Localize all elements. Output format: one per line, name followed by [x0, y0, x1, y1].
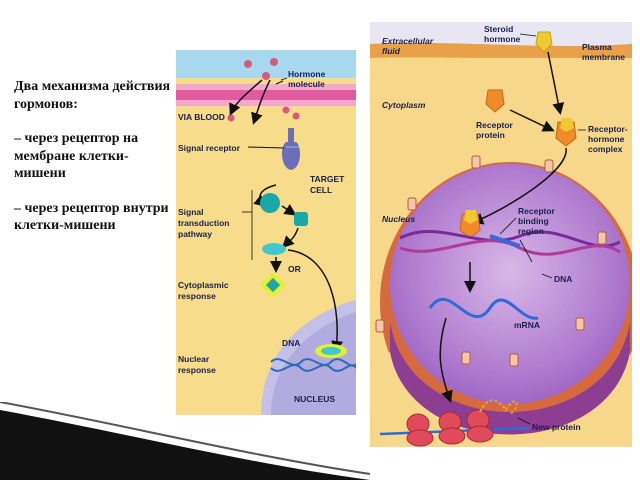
- right-dna-strand-icon: [399, 230, 621, 248]
- extracellular-area: [370, 22, 632, 46]
- right-plasma-membrane: [370, 43, 632, 60]
- receptor-protein-icon: [485, 89, 505, 113]
- new-protein-icon: [479, 399, 518, 415]
- mrna-strand-icon: [428, 298, 539, 320]
- bullet-membrane-receptor: – через рецептор на мембране клетки-мише…: [14, 131, 139, 181]
- steroid-hormone-icon: [535, 31, 553, 53]
- signal-receptor-icon: [281, 142, 301, 170]
- hormone-molecule-icon: [227, 58, 300, 122]
- label-dna: DNA: [282, 338, 300, 348]
- receptor-binding-region-icon: [489, 234, 521, 248]
- label-new-protein: New protein: [532, 422, 581, 432]
- slide-text: Два механизма действия гормонов: – через…: [14, 78, 174, 235]
- label-dna-right: DNA: [554, 274, 572, 284]
- bullet-intracellular-receptor: – через рецептор внутри клетки-мишени: [14, 200, 169, 234]
- label-signal-receptor: Signal receptor: [178, 143, 241, 153]
- slide-floor-shadow: [0, 402, 371, 480]
- dna-strand-icon: [270, 358, 356, 367]
- slide-title: Два механизма действия гормонов:: [14, 79, 171, 112]
- label-nucleus: NUCLEUS: [294, 394, 335, 404]
- transduction-protein-3: [262, 243, 286, 255]
- label-mrna: mRNA: [514, 320, 540, 330]
- nucleus-right: [390, 164, 630, 404]
- ribosome-icons: [406, 409, 494, 447]
- label-cytoplasm: Cytoplasm: [382, 100, 426, 110]
- transduction-protein-1: [260, 193, 280, 213]
- label-via-blood: VIA BLOOD: [178, 112, 225, 122]
- nuclear-pores: [375, 155, 607, 367]
- transduction-protein-2: [294, 212, 308, 226]
- label-nucleus-right: Nucleus: [382, 214, 415, 224]
- label-or: OR: [288, 264, 301, 274]
